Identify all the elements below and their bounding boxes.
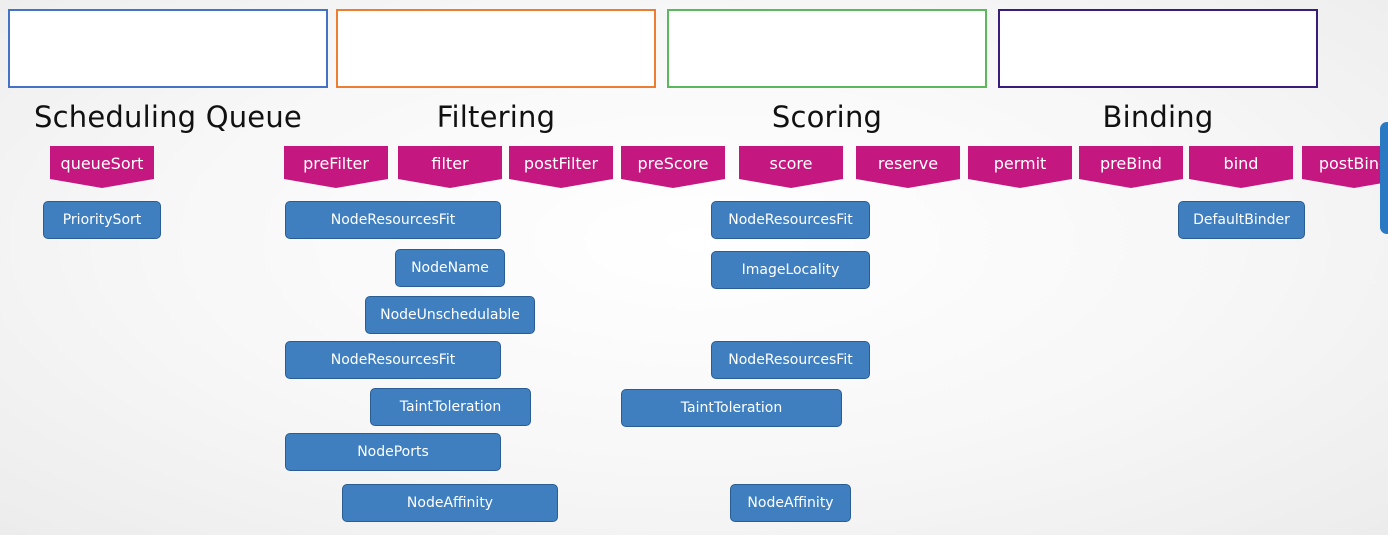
plugin-noderesourcesfit-filter: NodeResourcesFit <box>285 341 501 379</box>
plugin-noderesourcesfit-score: NodeResourcesFit <box>711 201 870 239</box>
extension-point-label: postFilter <box>523 154 599 173</box>
plugin-noderesourcesfit-prefilter: NodeResourcesFit <box>285 201 501 239</box>
extension-point-filter: filter <box>398 146 502 188</box>
plugin-tainttoleration-score: TaintToleration <box>621 389 842 427</box>
stage-title-filtering: Filtering <box>436 100 556 134</box>
banner-shape <box>50 146 154 188</box>
stage-title-queue: Scheduling Queue <box>34 100 302 134</box>
side-scroll-tab[interactable] <box>1380 122 1388 234</box>
extension-point-label: postBind <box>1318 154 1388 173</box>
plugin-nodeports: NodePorts <box>285 433 501 471</box>
stage-box-filtering <box>336 9 656 88</box>
extension-point-label: filter <box>431 154 469 173</box>
plugin-imagelocality: ImageLocality <box>711 251 870 289</box>
banner-shape <box>1079 146 1183 188</box>
banner-shape <box>1189 146 1293 188</box>
banner-shape <box>509 146 613 188</box>
plugin-nodeaffinity-filter: NodeAffinity <box>342 484 558 522</box>
extension-point-bind: bind <box>1189 146 1293 188</box>
extension-point-label: preScore <box>637 154 709 173</box>
stage-title-binding: Binding <box>1102 100 1214 134</box>
plugin-nodeaffinity-score: NodeAffinity <box>730 484 851 522</box>
extension-point-permit: permit <box>968 146 1072 188</box>
stage-box-binding <box>998 9 1318 88</box>
extension-point-score: score <box>739 146 843 188</box>
banner-shape <box>284 146 388 188</box>
extension-point-label: queueSort <box>60 154 144 173</box>
extension-point-prebind: preBind <box>1079 146 1183 188</box>
plugin-nodeunschedulable: NodeUnschedulable <box>365 296 535 334</box>
extension-point-label: bind <box>1223 154 1259 173</box>
extension-point-prefilter: preFilter <box>284 146 388 188</box>
banner-shape <box>856 146 960 188</box>
extension-point-label: preBind <box>1100 154 1162 173</box>
stage-box-scoring <box>667 9 987 88</box>
plugin-prioritysort: PrioritySort <box>43 201 161 239</box>
stage-box-queue <box>8 9 328 88</box>
extension-point-postfilter: postFilter <box>509 146 613 188</box>
stage-title-scoring: Scoring <box>771 100 883 134</box>
extension-point-queuesort: queueSort <box>50 146 154 188</box>
banner-shape <box>968 146 1072 188</box>
banner-shape <box>1302 146 1388 188</box>
plugin-defaultbinder: DefaultBinder <box>1178 201 1305 239</box>
banner-shape <box>739 146 843 188</box>
banner-shape <box>621 146 725 188</box>
plugin-noderesourcesfit-score-2: NodeResourcesFit <box>711 341 870 379</box>
extension-point-label: permit <box>993 154 1047 173</box>
plugin-nodename: NodeName <box>395 249 505 287</box>
plugin-tainttoleration-filter: TaintToleration <box>370 388 531 426</box>
extension-point-prescore: preScore <box>621 146 725 188</box>
extension-point-label: reserve <box>877 154 939 173</box>
banner-shape <box>398 146 502 188</box>
extension-point-label: score <box>769 154 813 173</box>
extension-point-label: preFilter <box>303 154 369 173</box>
extension-point-postbind: postBind <box>1302 146 1388 188</box>
extension-point-reserve: reserve <box>856 146 960 188</box>
